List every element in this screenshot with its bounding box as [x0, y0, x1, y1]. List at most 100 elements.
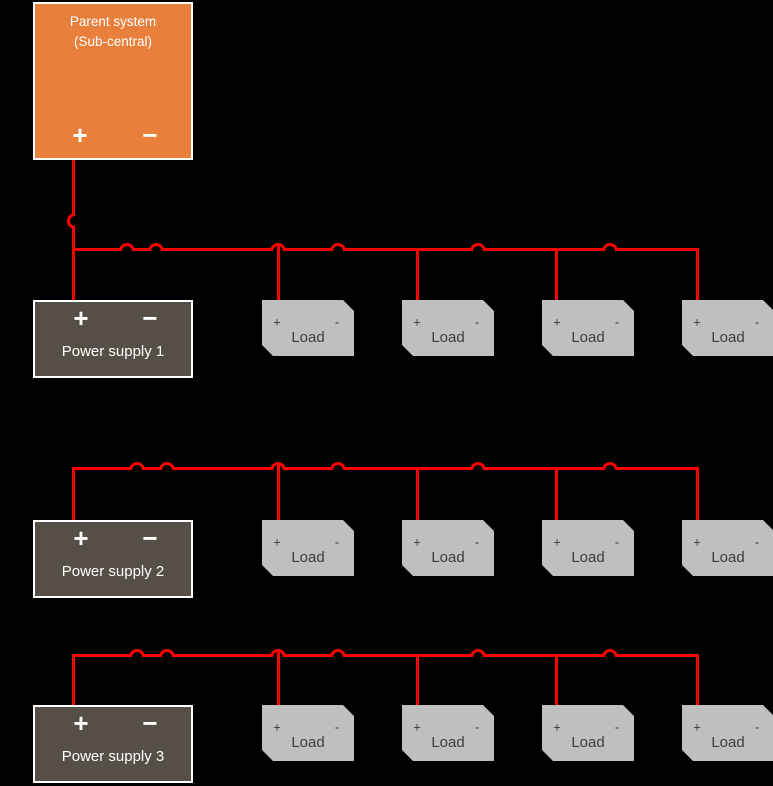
wire-jump-arc: [129, 649, 145, 657]
plus-terminal: +: [693, 719, 701, 735]
wire-jump-arc: [129, 462, 145, 470]
minus-terminal: −: [142, 708, 158, 738]
load-label: Load: [711, 734, 745, 751]
wire-jump-arc: [470, 243, 486, 251]
load-box: + - Load: [682, 520, 773, 576]
wire-drop-load: [696, 654, 699, 707]
wire-jump-arc: [330, 462, 346, 470]
minus-terminal: -: [334, 534, 340, 550]
parent-title-line2: (Sub-central): [73, 34, 153, 49]
wire-drop-load: [277, 243, 280, 301]
wire-drop-load: [555, 468, 558, 521]
plus-terminal: +: [413, 719, 421, 735]
plus-terminal: +: [273, 534, 281, 550]
minus-terminal: -: [334, 314, 340, 330]
wire-drop-load: [416, 249, 419, 301]
wire-drop-supply2: [72, 467, 75, 521]
load-box: + - Load: [262, 300, 354, 356]
power-supply-box: + − Power supply 2: [33, 520, 193, 598]
plus-terminal: +: [693, 314, 701, 330]
wire-drop-load: [696, 248, 699, 301]
wire-bus-row2: [72, 467, 699, 470]
wire-drop-load: [416, 468, 419, 521]
load-label: Load: [431, 734, 465, 751]
plus-terminal: +: [273, 314, 281, 330]
load-box: + - Load: [262, 520, 354, 576]
minus-terminal: −: [142, 523, 158, 553]
minus-terminal: -: [474, 534, 480, 550]
load-label: Load: [571, 549, 605, 566]
plus-terminal: +: [553, 534, 561, 550]
power-supply-label: Power supply 3: [61, 748, 165, 765]
plus-terminal: +: [413, 534, 421, 550]
plus-terminal: +: [553, 314, 561, 330]
wire-jump-arc: [602, 649, 618, 657]
load-label: Load: [571, 734, 605, 751]
load-box: + - Load: [402, 705, 494, 761]
plus-terminal: +: [73, 708, 89, 738]
minus-terminal: −: [142, 120, 158, 150]
minus-terminal: -: [614, 534, 620, 550]
wire-jump-arc: [67, 213, 75, 229]
wire-jump-arc: [159, 462, 175, 470]
minus-terminal: -: [614, 719, 620, 735]
parent-system-box: Parent system (Sub-central) + −: [33, 2, 193, 160]
minus-terminal: -: [754, 719, 760, 735]
plus-terminal: +: [693, 534, 701, 550]
minus-terminal: -: [474, 719, 480, 735]
plus-terminal: +: [273, 719, 281, 735]
load-box: + - Load: [682, 300, 773, 356]
minus-terminal: −: [142, 303, 158, 333]
load-box: + - Load: [542, 300, 634, 356]
minus-terminal: -: [474, 314, 480, 330]
load-box: + - Load: [262, 705, 354, 761]
load-label: Load: [431, 329, 465, 346]
wire-jump-arc: [470, 649, 486, 657]
wire-drop-load: [277, 462, 280, 521]
plus-terminal: +: [72, 120, 88, 150]
load-label: Load: [711, 329, 745, 346]
load-box: + - Load: [682, 705, 773, 761]
wire-jump-arc: [602, 462, 618, 470]
wire-drop-load: [416, 655, 419, 707]
plus-terminal: +: [73, 303, 89, 333]
wire-bus-row3: [72, 654, 699, 657]
load-label: Load: [571, 329, 605, 346]
load-label: Load: [291, 329, 325, 346]
wire-drop-load: [555, 249, 558, 301]
minus-terminal: -: [334, 719, 340, 735]
wire-jump-arc: [159, 649, 175, 657]
wire-drop-load: [696, 467, 699, 521]
wire-jump-arc: [330, 649, 346, 657]
wire-jump-arc: [119, 243, 135, 251]
power-supply-box: + − Power supply 3: [33, 705, 193, 783]
load-label: Load: [291, 549, 325, 566]
load-box: + - Load: [402, 520, 494, 576]
wire-jump-arc: [148, 243, 164, 251]
power-supply-box: + − Power supply 1: [33, 300, 193, 378]
plus-terminal: +: [553, 719, 561, 735]
minus-terminal: -: [614, 314, 620, 330]
wire-drop-load: [277, 649, 280, 707]
plus-terminal: +: [413, 314, 421, 330]
load-label: Load: [291, 734, 325, 751]
wire-drop-supply3: [72, 654, 75, 707]
minus-terminal: -: [754, 534, 760, 550]
power-supply-label: Power supply 1: [61, 343, 165, 360]
wire-jump-arc: [470, 462, 486, 470]
load-box: + - Load: [542, 520, 634, 576]
power-supply-label: Power supply 2: [61, 563, 165, 580]
load-box: + - Load: [542, 705, 634, 761]
minus-terminal: -: [754, 314, 760, 330]
wire-bus-row1: [72, 248, 699, 251]
wire-jump-arc: [330, 243, 346, 251]
load-label: Load: [431, 549, 465, 566]
wire-parent-to-supply1: [72, 160, 75, 302]
plus-terminal: +: [73, 523, 89, 553]
load-box: + - Load: [402, 300, 494, 356]
wire-jump-arc: [602, 243, 618, 251]
parent-title-line1: Parent system: [69, 14, 157, 29]
load-label: Load: [711, 549, 745, 566]
wire-drop-load: [555, 655, 558, 707]
